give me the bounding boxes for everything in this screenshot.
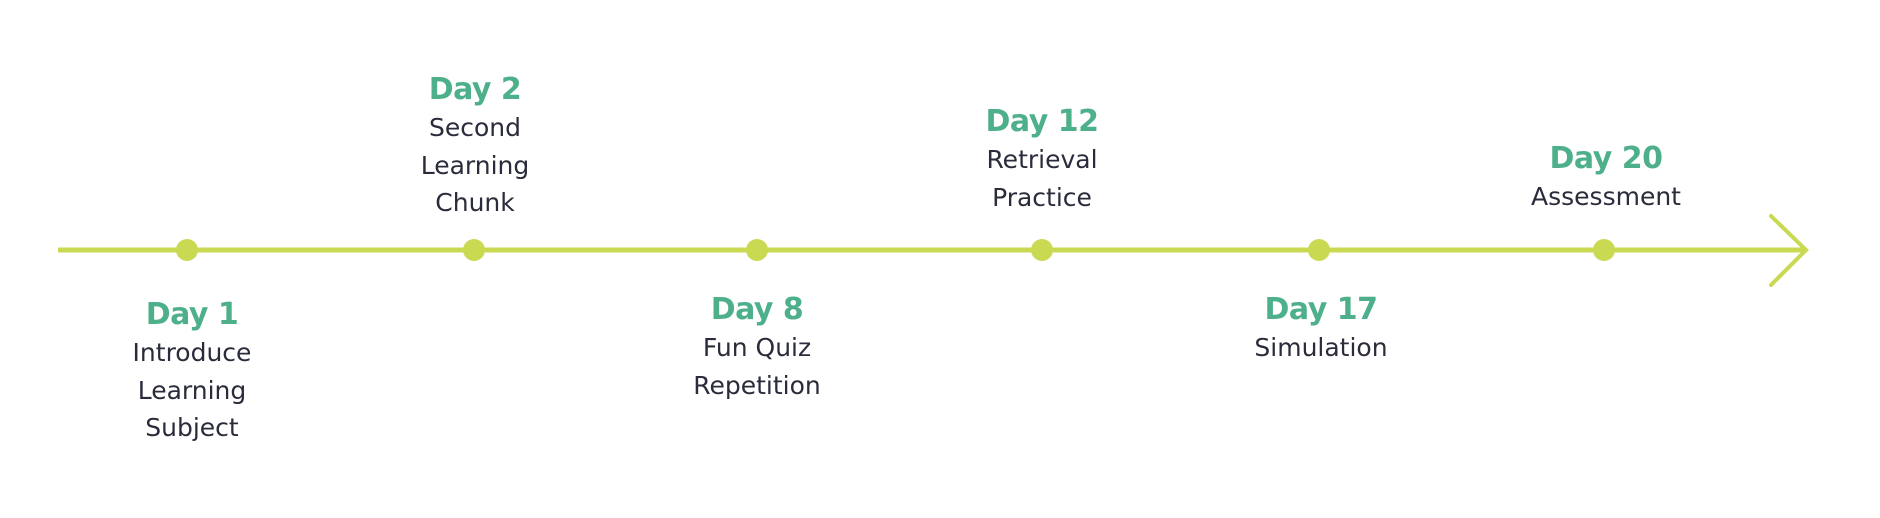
milestone-dot-day-2 [463,239,485,261]
description-line: Assessment [1531,182,1681,211]
description-line: Learning [137,375,247,405]
milestone-day-label: Day 8 [710,292,804,327]
description-line: Second [428,113,521,142]
description-line: Chunk [435,188,515,217]
description-line: Retrieval [986,145,1098,174]
milestone-dot-day-8 [746,239,768,261]
milestone-day-label: Day 12 [985,104,1099,139]
milestone-dot-day-12 [1031,239,1053,261]
milestone-description: Assessment [1486,178,1726,216]
milestone-description: Second Learning Chunk [355,109,595,222]
milestone-day-8: Day 8 Fun Quiz Repetition [637,291,877,404]
description-line: Simulation [1254,333,1388,362]
milestone-day-20: Day 20 Assessment [1486,140,1726,216]
milestone-day-17: Day 17 Simulation [1201,291,1441,367]
description-line: Practice [992,182,1092,212]
description-line: Fun Quiz [702,333,812,362]
milestone-description: Introduce Learning Subject [72,334,312,447]
milestone-day-2: Day 2 Second Learning Chunk [355,71,595,222]
milestone-day-label: Day 20 [1549,141,1663,176]
milestone-description: Simulation [1201,329,1441,367]
milestone-description: Retrieval Practice [922,141,1162,216]
milestone-dot-day-1 [176,239,198,261]
milestone-day-label: Day 2 [428,72,522,107]
milestone-dot-day-20 [1593,239,1615,261]
milestone-description: Fun Quiz Repetition [637,329,877,404]
description-line: Introduce [132,338,252,367]
milestone-day-12: Day 12 Retrieval Practice [922,103,1162,216]
description-line: Learning [420,150,530,180]
description-line: Subject [145,413,239,442]
arrow-head-icon [1769,214,1809,287]
milestone-day-label: Day 17 [1264,292,1378,327]
milestone-day-1: Day 1 Introduce Learning Subject [72,296,312,447]
description-line: Repetition [693,370,821,400]
milestone-day-label: Day 1 [145,297,239,332]
milestone-dot-day-17 [1308,239,1330,261]
